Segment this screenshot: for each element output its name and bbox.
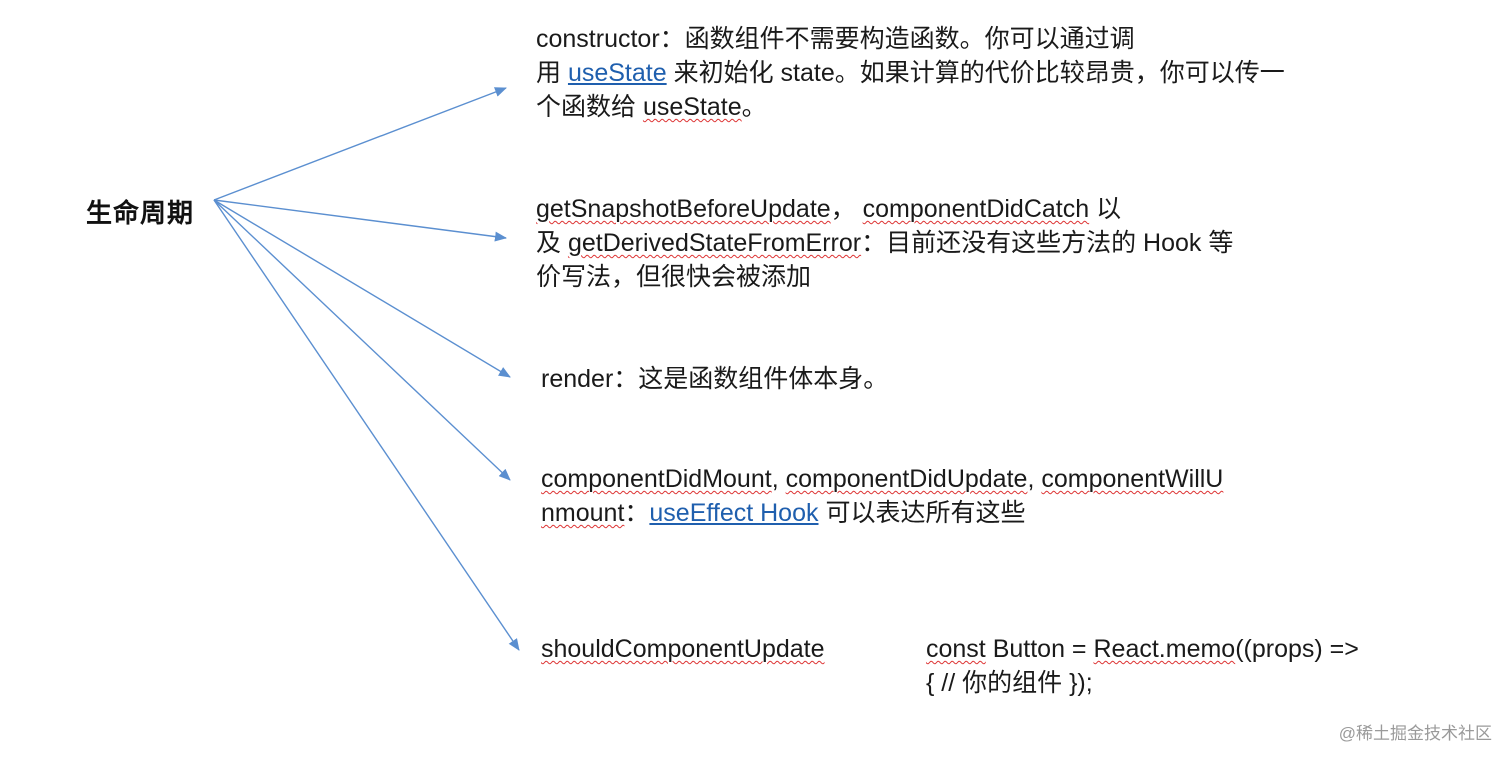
root-label: 生命周期 [86, 198, 195, 228]
getderivedstate-word: getDerivedStateFromError [567, 229, 862, 257]
usestate-link[interactable]: useState [567, 59, 667, 87]
mount-line-2-sep: ： [624, 499, 650, 527]
snapshot-line-2-suffix: ：目前还没有这些方法的 Hook 等 [861, 229, 1234, 257]
constructor-line-2-suffix: 来初始化 state。如果计算的代价比较昂贵，你可以传一 [666, 59, 1285, 87]
mount-sep-1: , [771, 465, 786, 493]
should-line: shouldComponentUpdate [541, 632, 825, 666]
memo-line-1: const Button = React.memo((props) => [926, 632, 1359, 666]
snapshot-line-2-prefix: 及 [536, 229, 568, 257]
memo-line-1-mid: Button = [985, 635, 1094, 663]
node-constructor: constructor：函数组件不需要构造函数。你可以通过调 用 useStat… [536, 22, 1285, 124]
mount-line-2-suffix: 可以表达所有这些 [818, 499, 1026, 527]
constructor-line-3-prefix: 个函数给 [536, 93, 643, 121]
mount-line-2: nmount：useEffect Hook 可以表达所有这些 [541, 496, 1223, 530]
usestate-word: useState [642, 93, 742, 121]
constructor-line-2: 用 useState 来初始化 state。如果计算的代价比较昂贵，你可以传一 [536, 56, 1285, 90]
arrow-to-should [213, 199, 520, 651]
getsnapshot-word: getSnapshotBeforeUpdate [536, 195, 831, 223]
node-snapshot: getSnapshotBeforeUpdate， componentDidCat… [536, 192, 1233, 294]
node-should-component-update: shouldComponentUpdate [541, 632, 825, 666]
useeffect-hook-link[interactable]: useEffect Hook [649, 499, 819, 527]
memo-line-2: { // 你的组件 }); [926, 669, 1093, 697]
arrow-to-constructor [213, 87, 507, 201]
const-word: const [926, 635, 986, 663]
arrow-to-mount [213, 199, 511, 481]
componentwillunmount-word-part-2: nmount [541, 499, 625, 527]
shouldcomponentupdate-word: shouldComponentUpdate [541, 635, 825, 663]
componentdidmount-word: componentDidMount [541, 465, 772, 493]
node-mount: componentDidMount, componentDidUpdate, c… [541, 462, 1223, 530]
node-react-memo: const Button = React.memo((props) => { /… [926, 632, 1359, 700]
mount-sep-2: , [1027, 465, 1042, 493]
snapshot-sep: ， [830, 195, 863, 223]
arrow-to-render [213, 199, 511, 378]
mount-line-1: componentDidMount, componentDidUpdate, c… [541, 462, 1223, 496]
react-memo-word: React.memo [1093, 635, 1236, 663]
componentdidupdate-word: componentDidUpdate [785, 465, 1028, 493]
componentwillunmount-word-part-1: componentWillU [1041, 465, 1224, 493]
arrow-to-snapshot [213, 199, 507, 242]
node-render: render：这是函数组件体本身。 [541, 362, 888, 396]
snapshot-line-2: 及 getDerivedStateFromError：目前还没有这些方法的 Ho… [536, 226, 1233, 260]
constructor-line-3-suffix: 。 [741, 93, 767, 121]
render-line: render：这是函数组件体本身。 [541, 365, 889, 393]
constructor-line-1: constructor：函数组件不需要构造函数。你可以通过调 [536, 25, 1135, 53]
constructor-line-3: 个函数给 useState。 [536, 90, 1285, 124]
componentdidcatch-word: componentDidCatch [862, 195, 1090, 223]
memo-line-1-suffix: ((props) => [1235, 635, 1359, 663]
snapshot-line-1: getSnapshotBeforeUpdate， componentDidCat… [536, 192, 1233, 226]
watermark: @稀土掘金技术社区 [1338, 724, 1492, 743]
constructor-line-2-prefix: 用 [536, 59, 568, 87]
snapshot-line-3: 价写法，但很快会被添加 [536, 263, 812, 291]
snapshot-line-1-suffix: 以 [1089, 195, 1122, 223]
